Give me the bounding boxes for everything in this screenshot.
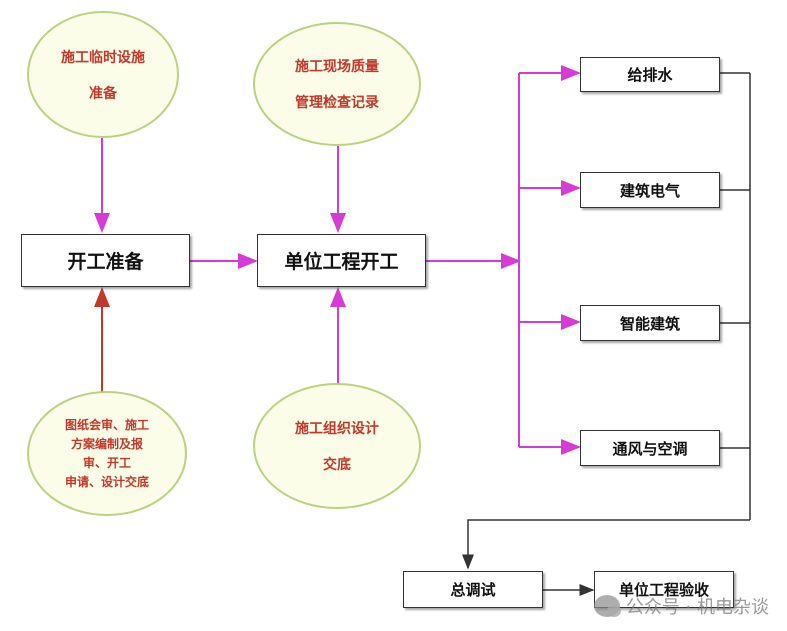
wechat-icon: [593, 595, 621, 617]
ellipse-drawing-review: 图纸会审、施工 方案编制及报 审、开工 申请、设计交底: [27, 391, 187, 516]
ellipse-text-line-2: 管理检查记录: [295, 95, 379, 111]
box-intelligent-building: 智能建筑: [580, 305, 720, 341]
ellipse-quality-records: 施工现场质量 管理检查记录: [253, 22, 421, 146]
ellipse-text-line-4: 申请、设计交底: [64, 474, 149, 489]
ellipse-text-line-2: 交底: [323, 457, 351, 473]
ellipse-text-line-1: 施工临时设施: [61, 49, 145, 66]
ellipse-temporary-facilities: 施工临时设施 准备: [27, 11, 179, 138]
ellipse-text-line-3: 审、开工: [82, 455, 131, 470]
watermark: 公众号 · 机电杂谈: [593, 593, 769, 619]
box-start-preparation: 开工准备: [21, 234, 190, 287]
box-ventilation-ac: 通风与空调: [580, 430, 720, 466]
ellipse-text-line-1: 图纸会审、施工: [64, 417, 149, 432]
ellipse-text-line-2: 准备: [89, 85, 117, 102]
ellipse-text-line-1: 施工组织设计: [295, 421, 379, 437]
ellipse-text-line-2: 方案编制及报: [70, 436, 143, 451]
box-unit-project-start: 单位工程开工: [257, 234, 426, 287]
ellipse-text-line-1: 施工现场质量: [295, 59, 379, 75]
arrow-to-commission: [462, 519, 750, 570]
box-building-electrical: 建筑电气: [580, 172, 720, 208]
watermark-text: 公众号 · 机电杂谈: [625, 597, 769, 618]
box-general-commissioning: 总调试: [403, 571, 543, 608]
box-water-supply-drainage: 给排水: [580, 57, 720, 92]
ellipse-construction-design: 施工组织设计 交底: [253, 383, 421, 509]
